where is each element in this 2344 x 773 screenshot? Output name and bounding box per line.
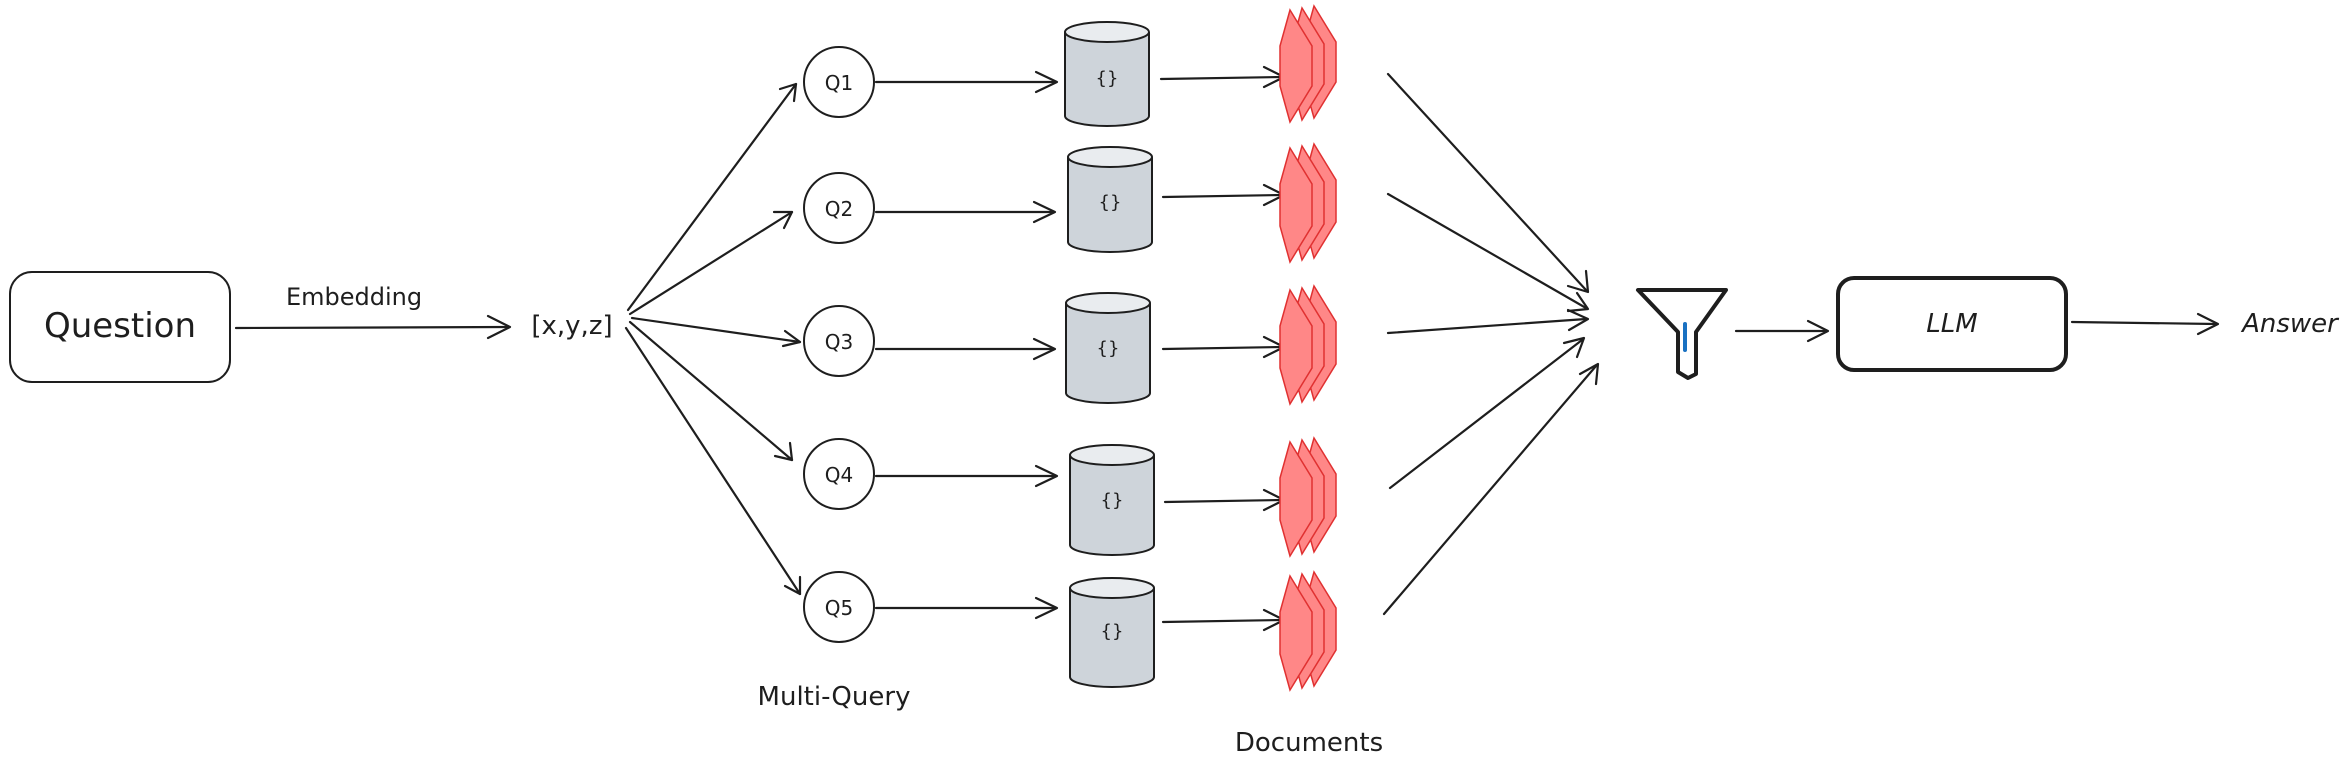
fanout-arrow-q3 — [630, 316, 802, 348]
query-node-q2: Q2 — [803, 172, 875, 244]
query-node-q5: Q5 — [803, 571, 875, 643]
db-to-docs-arrow — [1161, 183, 1286, 207]
db-to-docs-arrow — [1163, 488, 1286, 512]
llm-node: LLM — [1836, 276, 2068, 372]
answer-label: Answer — [2240, 309, 2340, 339]
query-to-db-arrow — [874, 596, 1059, 620]
query-label: Q4 — [825, 463, 853, 487]
db-glyph: {} — [1099, 192, 1122, 213]
fanout-arrow-q5 — [624, 326, 802, 596]
query-to-db-arrow — [874, 464, 1059, 488]
query-label: Q5 — [825, 596, 853, 620]
db-glyph: {} — [1101, 621, 1124, 642]
fanout-arrow-q1 — [626, 82, 798, 312]
fanin-arrow-2 — [1386, 192, 1590, 313]
query-node-q4: Q4 — [803, 438, 875, 510]
db-glyph: {} — [1101, 490, 1124, 511]
query-label: Q1 — [825, 71, 853, 95]
document-stack — [1279, 436, 1337, 558]
db-to-docs-arrow — [1159, 65, 1286, 89]
fanin-arrow-3 — [1386, 308, 1590, 335]
embedding-label: Embedding — [286, 283, 422, 311]
question-label: Question — [44, 306, 196, 346]
vector-db: {} — [1067, 146, 1153, 253]
query-node-q1: Q1 — [803, 46, 875, 118]
query-to-db-arrow — [874, 200, 1057, 224]
vector-db: {} — [1064, 21, 1150, 127]
vector-db: {} — [1069, 577, 1155, 688]
document-stack — [1279, 142, 1337, 264]
filter-icon — [1636, 288, 1728, 380]
fanout-arrow-q2 — [628, 210, 794, 316]
db-glyph: {} — [1096, 68, 1119, 89]
llm-to-answer-arrow — [2070, 312, 2220, 336]
fanin-arrow-5 — [1382, 362, 1600, 616]
db-glyph: {} — [1097, 338, 1120, 359]
fanin-arrow-1 — [1386, 72, 1590, 294]
query-to-db-arrow — [874, 70, 1059, 94]
document-stack — [1279, 284, 1337, 406]
fanout-arrow-q4 — [628, 320, 794, 462]
embedding-arrow — [234, 314, 512, 340]
document-stack — [1279, 570, 1337, 692]
question-node: Question — [9, 271, 231, 383]
vector-db: {} — [1069, 444, 1155, 556]
db-to-docs-arrow — [1161, 335, 1286, 359]
multi-query-label: Multi-Query — [758, 682, 911, 712]
fanin-arrow-4 — [1388, 336, 1586, 490]
vector-db: {} — [1065, 292, 1151, 404]
query-label: Q2 — [825, 197, 853, 221]
document-stack — [1279, 4, 1337, 124]
filter-to-llm-arrow — [1734, 319, 1830, 343]
db-to-docs-arrow — [1161, 608, 1286, 632]
query-to-db-arrow — [874, 337, 1057, 361]
query-label: Q3 — [825, 330, 853, 354]
query-node-q3: Q3 — [803, 305, 875, 377]
llm-label: LLM — [1926, 309, 1977, 339]
vector-label: [x,y,z] — [531, 311, 612, 341]
documents-label: Documents — [1235, 728, 1383, 758]
